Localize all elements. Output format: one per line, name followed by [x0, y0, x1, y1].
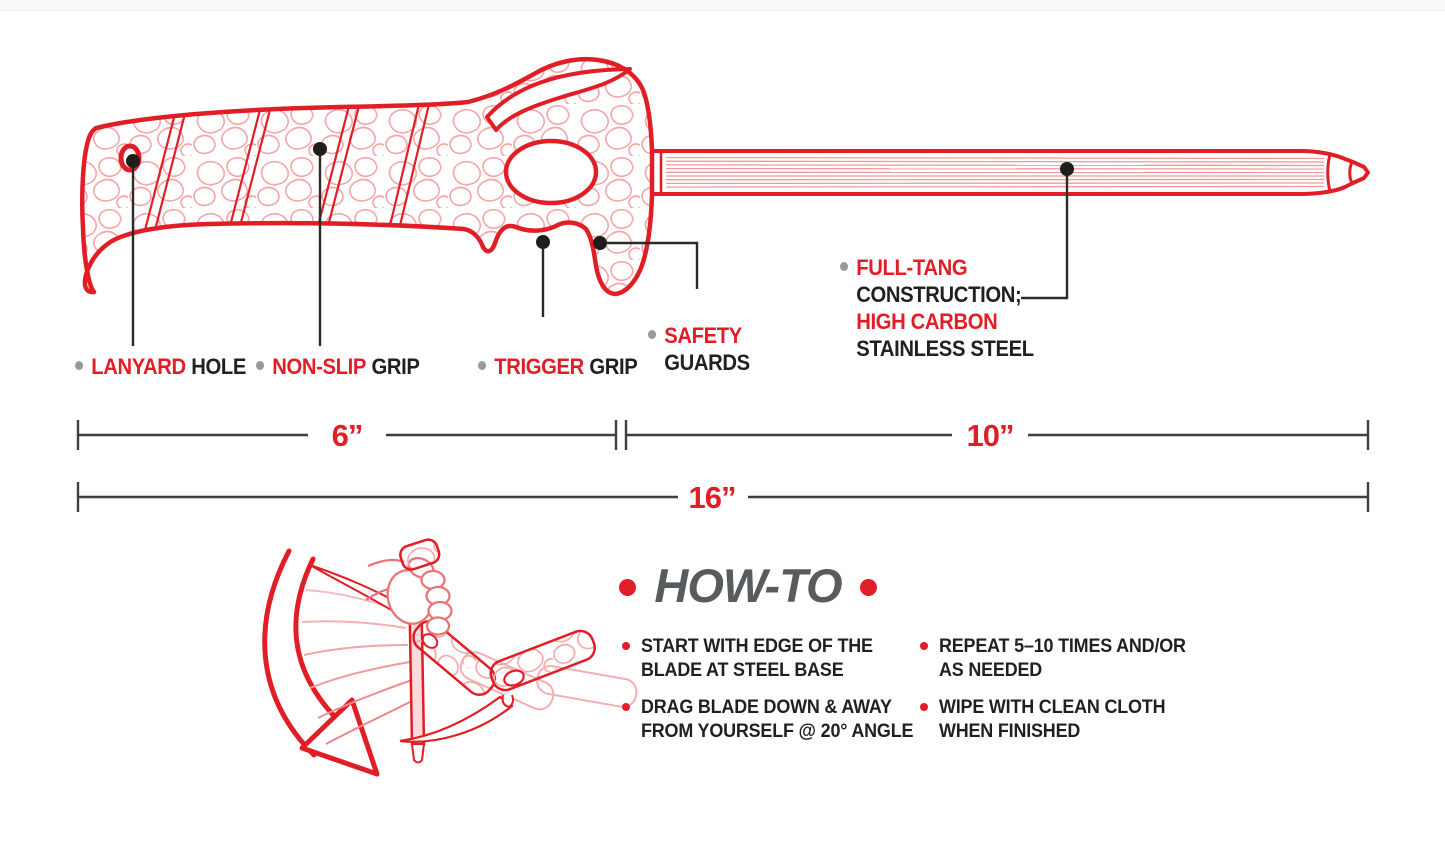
step-item: DRAG BLADE DOWN & AWAY FROM YOURSELF @ 2… [622, 695, 913, 743]
dimension-lines [76, 420, 1370, 512]
knife-end-position [399, 629, 596, 743]
steel-rod [650, 149, 1370, 196]
bullet-icon [75, 361, 84, 370]
step-item: REPEAT 5–10 TIMES AND/OR AS NEEDED [920, 634, 1200, 682]
step-text: REPEAT 5–10 TIMES AND/OR AS NEEDED [939, 635, 1186, 681]
label-safety-guards: SAFETY GUARDS [648, 322, 750, 376]
knife-in-hand [309, 564, 497, 696]
bullet-icon [920, 703, 928, 711]
grip-bands [142, 99, 432, 235]
step-item: START WITH EDGE OF THE BLADE AT STEEL BA… [622, 634, 902, 682]
handle-length-value: 6” [331, 418, 364, 453]
top-divider [0, 0, 1445, 11]
bullet-icon [256, 361, 265, 370]
non-slip-dot [313, 142, 327, 156]
thumb-hole [503, 138, 599, 206]
guard-crescent [485, 67, 632, 132]
label-text: FULL-TANG CONSTRUCTION; HIGH CARBON STAI… [856, 255, 1034, 361]
trigger-dot [536, 235, 550, 249]
how-to-steps-right: REPEAT 5–10 TIMES AND/OR AS NEEDED WIPE … [920, 634, 1200, 756]
how-to-heading: HOW-TO [598, 558, 898, 613]
blade-motion-fan [301, 589, 415, 745]
label-text: SAFETY GUARDS [664, 323, 750, 375]
step-item: WIPE WITH CLEAN CLOTH WHEN FINISHED [920, 695, 1200, 743]
callout-dots [126, 142, 1074, 250]
how-to-title-text: HOW-TO [654, 559, 842, 612]
heading-dot-right-icon [859, 579, 877, 596]
how-to-steps-left: START WITH EDGE OF THE BLADE AT STEEL BA… [622, 634, 913, 756]
label-full-tang: FULL-TANG CONSTRUCTION; HIGH CARBON STAI… [840, 254, 1034, 362]
step-text: WIPE WITH CLEAN CLOTH WHEN FINISHED [939, 696, 1166, 742]
callout-lines [131, 156, 1069, 346]
full-tang-dot [1060, 162, 1074, 176]
bullet-icon [920, 642, 928, 650]
steel-length-value: 10” [966, 418, 1015, 453]
bullet-icon [478, 361, 487, 370]
how-to-illustration [262, 538, 638, 777]
lanyard-dot [126, 154, 140, 168]
step-text: START WITH EDGE OF THE BLADE AT STEEL BA… [641, 635, 873, 681]
heading-dot-left-icon [619, 579, 637, 596]
bullet-icon [648, 330, 657, 339]
safety-dot [593, 236, 607, 250]
steel-pommel [399, 538, 441, 571]
bullet-icon [622, 703, 630, 711]
overall-length-value: 16” [688, 480, 737, 515]
step-text: DRAG BLADE DOWN & AWAY FROM YOURSELF @ 2… [641, 696, 914, 742]
bullet-icon [840, 262, 849, 271]
bullet-icon [622, 642, 630, 650]
knife-illustration [80, 56, 1370, 297]
